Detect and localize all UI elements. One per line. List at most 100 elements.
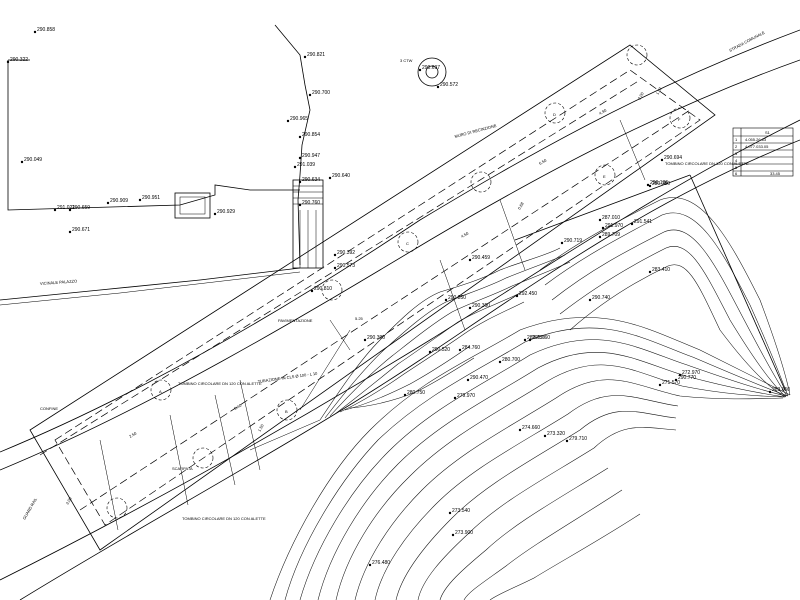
section-markers: A B C D E F <box>159 112 681 414</box>
svg-text:5.25: 5.25 <box>355 316 364 321</box>
elevation-label: 290.049 <box>24 157 42 163</box>
svg-text:5: 5 <box>735 165 738 170</box>
survey-point <box>468 258 472 262</box>
stairs <box>292 179 324 269</box>
survey-point <box>286 119 290 123</box>
svg-text:4: 4 <box>735 158 738 163</box>
elevation-label: 290.392 <box>337 250 355 256</box>
coordinate-table <box>732 127 794 177</box>
elevation-label: 290.572 <box>440 82 458 88</box>
survey-point <box>515 294 519 298</box>
elevation-label: 291.970 <box>605 223 623 229</box>
survey-point <box>528 338 532 342</box>
svg-text:4.50: 4.50 <box>460 230 470 239</box>
culvert-note-1: TOMBINO CIRCOLARE DN 120 CON ALETTE <box>665 161 749 166</box>
svg-text:4.055.26.63: 4.055.26.63 <box>745 137 767 142</box>
elevation-label: 290.671 <box>72 227 90 233</box>
elevation-label: 290.951 <box>142 195 160 201</box>
elevation-label: 290.634 <box>302 177 320 183</box>
elevation-label: 290.700 <box>312 90 330 96</box>
survey-point <box>601 226 605 230</box>
svg-text:6.40: 6.40 <box>233 402 243 411</box>
road-corridor <box>0 29 800 600</box>
property-boundary <box>274 24 311 266</box>
svg-text:2.50: 2.50 <box>128 430 138 439</box>
survey-point <box>458 348 462 352</box>
elevation-label: 290.965 <box>290 116 308 122</box>
survey-point <box>308 93 312 97</box>
circle-markers <box>106 44 691 519</box>
survey-point <box>468 306 472 310</box>
survey-point <box>518 428 522 432</box>
elevation-label: 290.719 <box>564 238 582 244</box>
contour-lines <box>269 174 791 600</box>
svg-text:0.68: 0.68 <box>517 201 526 211</box>
survey-point <box>403 393 407 397</box>
elevation-label: 289.709 <box>602 232 620 238</box>
wall-label: MURO DI RECINZIONE <box>454 123 497 139</box>
elevation-label: 290.929 <box>217 209 235 215</box>
elevation-label: 290.810 <box>314 286 332 292</box>
survey-point <box>674 378 678 382</box>
hatch-note: PAVIMENTAZIONE <box>278 318 313 323</box>
elevation-label: 290.390 <box>367 335 385 341</box>
elevation-label: 290.760 <box>532 335 550 341</box>
survey-point <box>68 208 72 212</box>
survey-point <box>598 218 602 222</box>
elevation-label: 272.970 <box>682 370 700 376</box>
elevation-label: 279.970 <box>457 393 475 399</box>
elevation-label: 290.360 <box>472 303 490 309</box>
survey-point <box>646 183 650 187</box>
svg-text:33.45: 33.45 <box>770 171 781 176</box>
elevation-label: 290.854 <box>302 132 320 138</box>
elevation-label: 280.380 <box>652 181 670 187</box>
survey-point <box>68 230 72 234</box>
elevation-label: 291.541 <box>634 219 652 225</box>
elevation-label: 291.021 <box>57 205 75 211</box>
elevation-label: 290.697 <box>422 65 440 71</box>
survey-point <box>436 85 440 89</box>
elevation-label: 274.660 <box>522 425 540 431</box>
elevation-label: 273.900 <box>455 530 473 536</box>
svg-text:6.50: 6.50 <box>538 157 548 166</box>
svg-text:2: 2 <box>735 144 738 149</box>
elevation-label: 290.470 <box>470 375 488 381</box>
elevation-label: 290.694 <box>664 155 682 161</box>
survey-point <box>466 378 470 382</box>
scarpata-label: SCARPATA <box>172 466 193 471</box>
svg-text:1.52: 1.52 <box>655 86 664 96</box>
elevation-label: 290.640 <box>332 173 350 179</box>
elevation-label: 273.320 <box>547 431 565 437</box>
confine-label: CONFINE <box>40 406 58 411</box>
survey-point <box>298 135 302 139</box>
svg-text:3.00: 3.00 <box>65 496 74 506</box>
survey-point <box>363 338 367 342</box>
elevation-label: 290.322 <box>10 57 28 63</box>
svg-text:D: D <box>553 112 556 117</box>
survey-point <box>678 373 682 377</box>
elevation-label: 290.909 <box>110 198 128 204</box>
elevation-label: 283.650 <box>772 387 790 393</box>
svg-text:2.00: 2.00 <box>637 91 646 101</box>
survey-point <box>565 439 569 443</box>
elevation-label: 273.540 <box>452 508 470 514</box>
survey-point <box>451 533 455 537</box>
elevation-label: 280.700 <box>502 357 520 363</box>
svg-text:4.90: 4.90 <box>598 107 608 116</box>
guard-rail-label: GUARD RAIL <box>22 496 39 520</box>
elevation-label: 290.760 <box>302 200 320 206</box>
survey-point <box>543 434 547 438</box>
dimension-lines <box>99 119 646 531</box>
elevation-label: 291.039 <box>297 162 315 168</box>
pipe-note: TUBAZIONE IN CLS Ø 100 - L 10 <box>257 371 318 384</box>
survey-point <box>630 222 634 226</box>
road-edge-west-2 <box>0 271 301 306</box>
survey-point <box>648 184 652 188</box>
survey-point <box>33 30 37 34</box>
survey-point <box>658 383 662 387</box>
elevation-label: 290.520 <box>432 347 450 353</box>
building-outline <box>7 59 300 219</box>
svg-text:E: E <box>603 174 606 179</box>
survey-point <box>298 203 302 207</box>
elevation-label: 279.710 <box>569 436 587 442</box>
